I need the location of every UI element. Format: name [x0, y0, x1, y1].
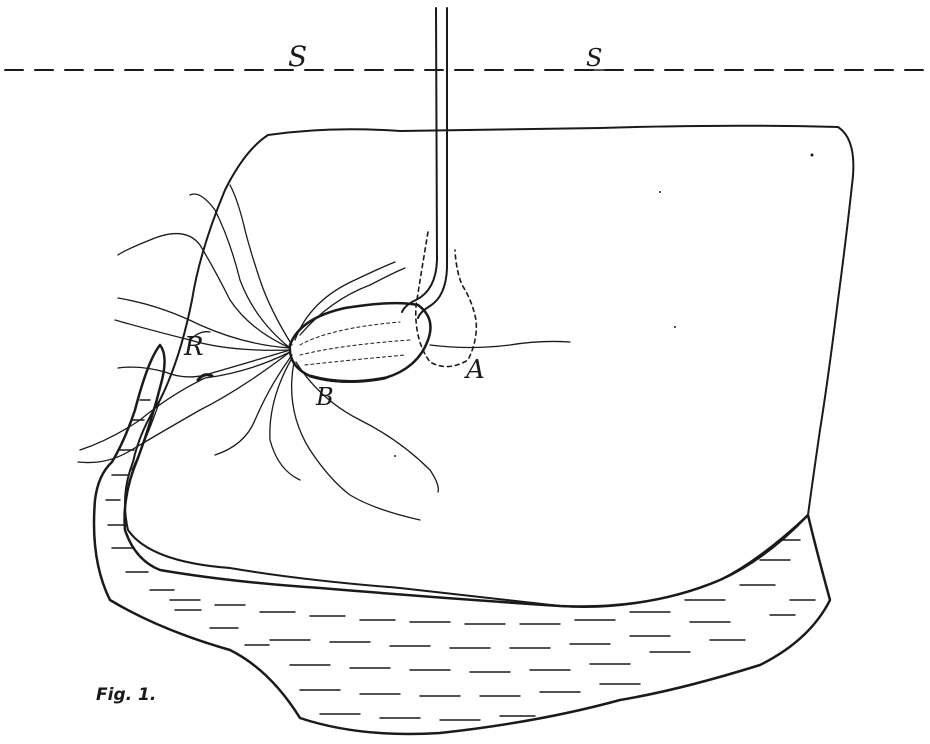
- soil-specks: [394, 154, 814, 458]
- roots: [78, 185, 570, 520]
- label-old-position-a: A: [464, 355, 485, 385]
- label-seed-b: B: [315, 383, 334, 411]
- seed-b: [290, 303, 431, 381]
- stem: [402, 8, 447, 318]
- water-hatching: [106, 400, 815, 720]
- label-surface-left: S: [288, 40, 307, 73]
- water-pool: [94, 345, 830, 734]
- figure-caption: Fig. 1.: [96, 685, 156, 705]
- label-roots-r: R: [183, 332, 204, 362]
- label-surface-right: S: [586, 44, 602, 72]
